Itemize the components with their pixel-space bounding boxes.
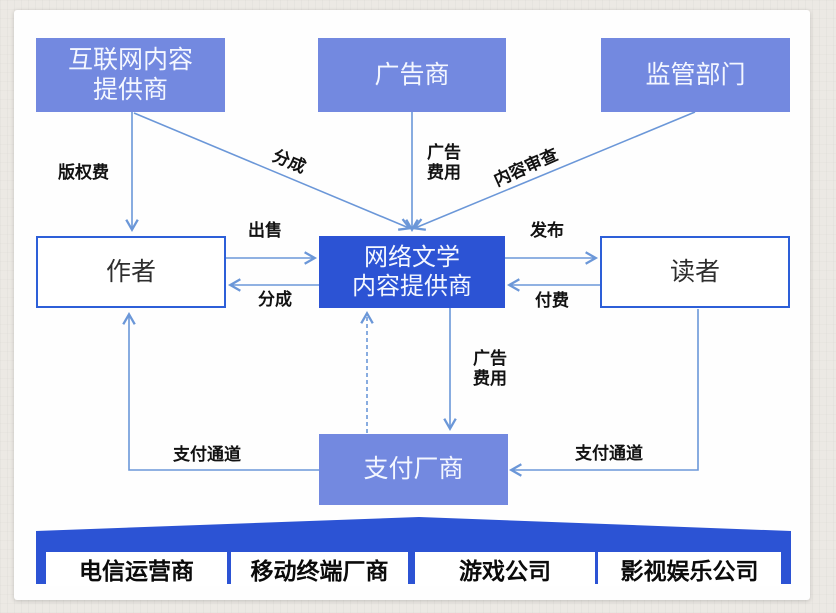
node-label: 内容提供商 (352, 272, 472, 300)
node-network-literature-provider: 网络文学 内容提供商 (319, 236, 505, 308)
node-internet-content-provider: 互联网内容 提供商 (36, 38, 225, 112)
edge-label-revenue-share-mid: 分成 (258, 290, 292, 310)
node-author: 作者 (36, 236, 226, 308)
edge-label-pay: 付费 (535, 291, 569, 311)
band-item-film-entertainment-company: 影视娱乐公司 (598, 552, 781, 586)
node-reader: 读者 (600, 236, 790, 308)
band-item-telecom-operator: 电信运营商 (46, 552, 227, 586)
band-item-game-company: 游戏公司 (415, 552, 595, 586)
node-label: 作者 (105, 256, 156, 286)
edge-label-publish: 发布 (530, 221, 564, 241)
node-label: 提供商 (92, 75, 168, 104)
edge-label-sell: 出售 (248, 221, 282, 241)
edge-label-revenue-share-top: 分成 (269, 146, 309, 178)
node-payment-vendor: 支付厂商 (319, 434, 508, 505)
node-label: 网络文学 (364, 242, 460, 271)
edge-label-ad-fee-top: 广告 费用 (427, 143, 461, 183)
node-label: 读者 (669, 256, 720, 286)
edge-label-ad-fee-bottom: 广告 费用 (473, 349, 507, 389)
node-regulator: 监管部门 (601, 38, 790, 112)
node-advertiser: 广告商 (318, 38, 506, 112)
diagram-panel: 互联网内容 提供商 广告商 监管部门 作者 网络文学 内容提供商 读者 支付厂商… (14, 10, 810, 600)
edge-label-copyright-fee: 版权费 (58, 163, 109, 183)
edge-label-payment-channel-right: 支付通道 (575, 444, 643, 464)
arrow-revenue-share-top (133, 112, 412, 231)
node-label: 支付厂商 (363, 454, 464, 484)
node-label: 广告商 (374, 59, 450, 89)
node-label: 监管部门 (645, 59, 746, 89)
edge-label-content-review: 内容审查 (490, 145, 562, 191)
node-label: 互联网内容 (67, 44, 193, 74)
edge-label-payment-channel-left: 支付通道 (173, 445, 241, 465)
band-item-mobile-terminal-maker: 移动终端厂商 (231, 552, 408, 586)
